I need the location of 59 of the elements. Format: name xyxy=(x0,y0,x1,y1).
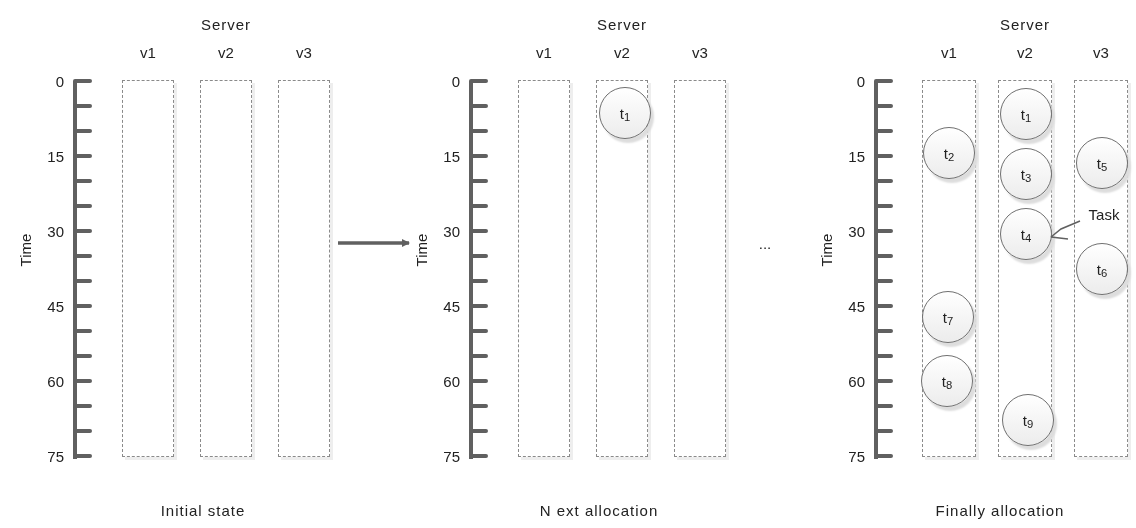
task-label: t$_{4}$ xyxy=(1020,226,1032,242)
tick-label: 0 xyxy=(55,73,64,89)
tick-label: 45 xyxy=(848,298,865,314)
axis-title: Time xyxy=(413,233,429,267)
server-label: v3 xyxy=(296,44,312,60)
tick-label: 60 xyxy=(848,373,865,389)
server-column xyxy=(674,80,726,457)
tick-label: 75 xyxy=(47,448,64,464)
tick-label: 15 xyxy=(848,148,865,164)
ellipsis: ... xyxy=(758,235,772,251)
tick-label: 60 xyxy=(47,373,64,389)
server-label: v1 xyxy=(140,44,156,60)
stage-caption: N ext allocation xyxy=(539,502,659,518)
axis-title: Time xyxy=(818,233,834,267)
task-label: t$_{9}$ xyxy=(1022,412,1034,428)
server-label: v3 xyxy=(1093,44,1109,60)
tick-label: 30 xyxy=(848,223,865,239)
server-heading: Server xyxy=(999,16,1051,32)
server-column xyxy=(122,80,174,457)
server-column xyxy=(278,80,330,457)
server-column xyxy=(596,80,648,457)
server-label: v2 xyxy=(614,44,630,60)
server-label: v2 xyxy=(1017,44,1033,60)
tick-label: 45 xyxy=(47,298,64,314)
server-heading: Server xyxy=(200,16,252,32)
stage-caption: Finally allocation xyxy=(935,502,1065,518)
tick-label: 0 xyxy=(856,73,865,89)
leader-line xyxy=(1050,220,1081,240)
server-label: v2 xyxy=(218,44,234,60)
server-label: v1 xyxy=(536,44,552,60)
server-heading: Server xyxy=(596,16,648,32)
tick-label: 75 xyxy=(443,448,460,464)
task-label: t$_{2}$ xyxy=(943,145,955,161)
task-label: t$_{3}$ xyxy=(1020,166,1032,182)
axis-title: Time xyxy=(17,233,33,267)
server-column xyxy=(922,80,976,457)
task-label: t$_{1}$ xyxy=(619,105,631,121)
callout-text: Task xyxy=(1088,206,1120,222)
server-label: v1 xyxy=(941,44,957,60)
arrow xyxy=(338,239,410,247)
tick-label: 15 xyxy=(47,148,64,164)
server-column xyxy=(1074,80,1128,457)
task-label: t$_{8}$ xyxy=(941,373,953,389)
tick-label: 75 xyxy=(848,448,865,464)
tick-label: 30 xyxy=(47,223,64,239)
task-label: t$_{1}$ xyxy=(1020,106,1032,122)
server-column xyxy=(200,80,252,457)
server-column xyxy=(998,80,1052,457)
tick-label: 15 xyxy=(443,148,460,164)
tick-label: 30 xyxy=(443,223,460,239)
server-column xyxy=(518,80,570,457)
tick-label: 60 xyxy=(443,373,460,389)
task-label: t$_{7}$ xyxy=(942,309,954,325)
stage-caption: Initial state xyxy=(160,502,246,518)
task-label: t$_{6}$ xyxy=(1096,261,1108,277)
server-label: v3 xyxy=(692,44,708,60)
task-label: t$_{5}$ xyxy=(1096,155,1108,171)
tick-label: 45 xyxy=(443,298,460,314)
tick-label: 0 xyxy=(451,73,460,89)
